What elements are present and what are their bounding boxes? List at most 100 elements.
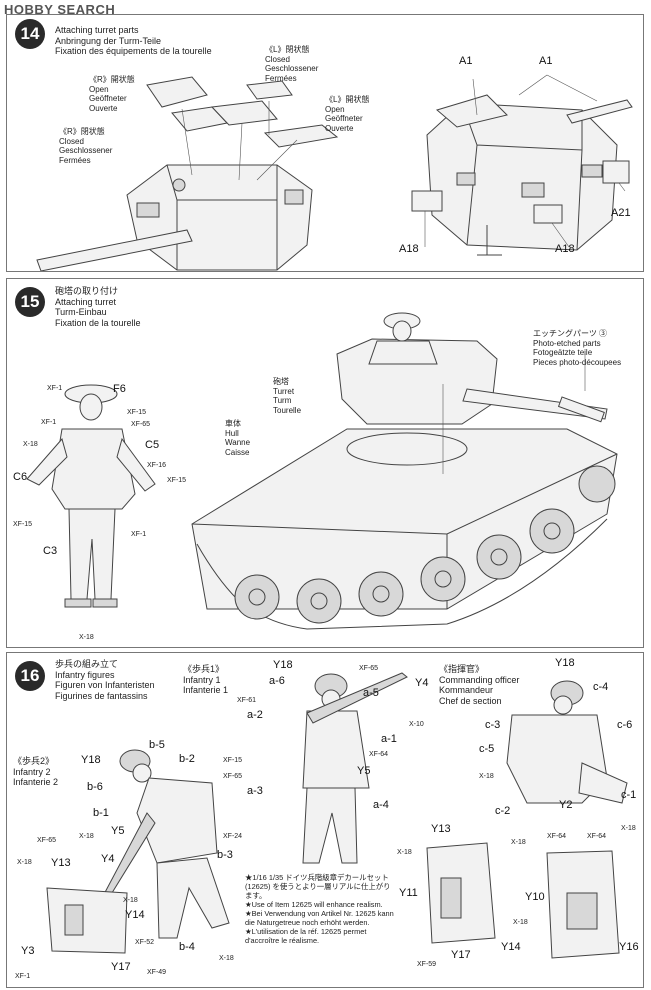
part-label: b-5 [149, 739, 165, 751]
part-label: Y3 [21, 945, 35, 957]
part-label: C3 [43, 545, 58, 557]
paint-code: XF-1 [15, 973, 31, 980]
part-label: Y17 [111, 961, 131, 973]
paint-code: XF-64 [547, 833, 567, 840]
part-label: A1 [459, 55, 473, 67]
paint-code: X-18 [511, 839, 526, 846]
part-label: c-5 [479, 743, 495, 755]
paint-code: X-18 [79, 634, 94, 641]
step-16-number: 16 [15, 661, 45, 691]
paint-code: XF-1 [131, 531, 147, 538]
paint-code: XF-15 [167, 477, 187, 484]
paint-code: X-18 [79, 833, 94, 840]
step-14-illustration [36, 74, 633, 271]
part-label: A1 [539, 55, 553, 67]
paint-code: X-18 [479, 773, 494, 780]
part-label: Y2 [559, 799, 573, 811]
step-16-illustration [46, 672, 628, 959]
paint-code: X-18 [123, 897, 138, 904]
part-label: a-6 [269, 675, 285, 687]
paint-code: XF-52 [135, 939, 155, 946]
part-label: c-3 [485, 719, 501, 731]
part-label: Y16 [619, 941, 639, 953]
paint-code: X-18 [23, 441, 38, 448]
part-label: Y18 [273, 659, 293, 671]
part-label: Y18 [81, 754, 101, 766]
paint-code: XF-1 [41, 419, 57, 426]
part-label: Y11 [399, 887, 418, 899]
part-label: b-3 [217, 849, 233, 861]
paint-code: XF-15 [223, 757, 243, 764]
paint-code: XF-64 [587, 833, 607, 840]
part-label: A21 [611, 207, 631, 219]
part-label: a-3 [247, 785, 263, 797]
paint-code: XF-49 [147, 969, 167, 976]
part-label: b-2 [179, 753, 195, 765]
part-label: F6 [113, 383, 126, 395]
part-label: Y4 [415, 677, 429, 689]
part-label: b-4 [179, 941, 195, 953]
part-label: b-1 [93, 807, 109, 819]
paint-code: XF-64 [369, 751, 389, 758]
part-label: Y4 [101, 853, 115, 865]
step-14-number: 14 [15, 19, 45, 49]
part-label: Y14 [125, 909, 145, 921]
part-label: Y18 [555, 657, 575, 669]
part-label: Y5 [111, 825, 125, 837]
watermark: HOBBY SEARCH [4, 2, 116, 17]
part-label: c-1 [621, 789, 637, 801]
paint-code: XF-16 [147, 462, 167, 469]
part-label: Y17 [451, 949, 471, 961]
paint-code: X-18 [513, 919, 528, 926]
paint-code: X-18 [219, 955, 234, 962]
step-15-illustration [26, 312, 618, 630]
paint-code: X-18 [397, 849, 412, 856]
paint-code: XF-1 [47, 385, 63, 392]
paint-code: XF-65 [37, 837, 57, 844]
part-label: Y10 [525, 891, 545, 903]
part-label: a-4 [373, 799, 389, 811]
part-label: A18 [399, 243, 419, 255]
paint-code: XF-15 [127, 409, 147, 416]
paint-code: XF-65 [359, 665, 379, 672]
part-label: Y14 [501, 941, 521, 953]
paint-code: X-10 [409, 721, 424, 728]
part-label: b-6 [87, 781, 103, 793]
part-label: C5 [145, 439, 160, 451]
decal-note: ★1/16 1/35 ドイツ兵階級章デカールセット (12625) を使うとより… [245, 873, 394, 945]
paint-code: XF-59 [417, 961, 437, 968]
part-label: A18 [555, 243, 575, 255]
step-14-panel: 14 Attaching turret parts Anbringung der… [6, 14, 644, 272]
step-15-number: 15 [15, 287, 45, 317]
step-14-title: Attaching turret parts Anbringung der Tu… [55, 25, 212, 56]
paint-code: XF-24 [223, 833, 243, 840]
part-label: a-2 [247, 709, 263, 721]
part-label: C6 [13, 471, 28, 483]
paint-code: XF-65 [223, 773, 243, 780]
paint-code: X-18 [621, 825, 636, 832]
part-label: a-1 [381, 733, 397, 745]
paint-code: XF-65 [131, 421, 151, 428]
part-label: Y13 [431, 823, 451, 835]
part-label: c-2 [495, 805, 511, 817]
part-label: a-5 [363, 687, 379, 699]
part-label: c-6 [617, 719, 633, 731]
part-label: c-4 [593, 681, 609, 693]
paint-code: X-18 [17, 859, 32, 866]
part-label: Y13 [51, 857, 71, 869]
paint-code: XF-61 [237, 697, 257, 704]
